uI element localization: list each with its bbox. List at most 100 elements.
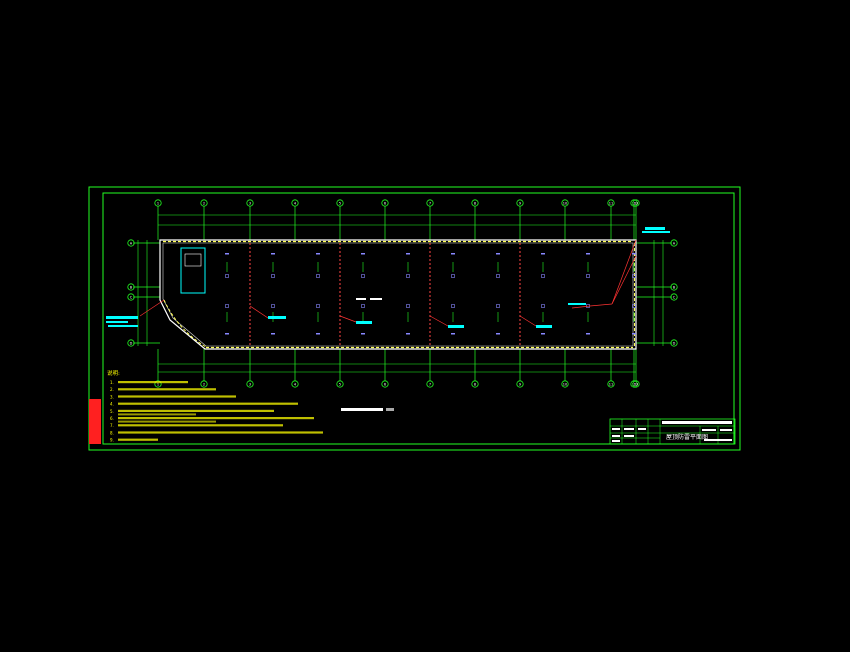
- roof-drain: [271, 274, 275, 278]
- vent-marker: [225, 253, 229, 255]
- axis-bubble: 7: [426, 380, 434, 388]
- vent-marker: [632, 253, 636, 255]
- axis-bubble: 12: [630, 199, 638, 207]
- note-line: [118, 409, 274, 412]
- vent-marker: [451, 333, 455, 335]
- note-line: [118, 424, 283, 427]
- axis-bubble: 10: [561, 199, 569, 207]
- note-line: [118, 431, 323, 434]
- drawing-title: 屋顶防雷平面图: [666, 433, 708, 441]
- axis-bubble-label: 12: [632, 383, 636, 387]
- axis-bubble: 10: [561, 380, 569, 388]
- roof-drain: [541, 304, 545, 308]
- axis-bubble-label: A: [130, 242, 133, 246]
- note-line: [118, 388, 216, 391]
- note-line: [118, 395, 236, 398]
- vent-marker: [271, 253, 275, 255]
- note-number: 8.: [110, 430, 114, 435]
- parapet-outline: [162, 242, 634, 347]
- axis-bubble: 12: [630, 380, 638, 388]
- axis-bubble-label: 9: [519, 383, 521, 387]
- building-outline: [159, 239, 637, 350]
- axis-bubble-label: D: [673, 342, 676, 346]
- axis-bubble-label: 10: [563, 383, 567, 387]
- stair-inner: [184, 253, 202, 267]
- stair-shaft: [180, 247, 206, 294]
- axis-bubble: 6: [381, 380, 389, 388]
- axis-bubble-label: C: [130, 296, 133, 300]
- axis-bubble: 5: [336, 380, 344, 388]
- note-line: [118, 420, 216, 423]
- axis-bubble: 4: [291, 199, 299, 207]
- vent-marker: [271, 333, 275, 335]
- axis-bubble-label: 11: [609, 383, 613, 387]
- axis-bubble: D: [127, 339, 135, 347]
- scale-bar: [341, 408, 394, 411]
- roof-drain: [225, 274, 229, 278]
- axis-bubble: 6: [381, 199, 389, 207]
- axis-bubble: 5: [336, 199, 344, 207]
- axis-bubble-label: B: [130, 286, 133, 290]
- axis-bubble-label: 5: [339, 383, 341, 387]
- vent-marker: [496, 253, 500, 255]
- sheet-outer-frame: [88, 186, 741, 451]
- roof-drain: [406, 304, 410, 308]
- axis-bubbles-side: A A B B C C D D: [127, 239, 678, 347]
- axis-bubble-label: B: [673, 286, 676, 290]
- vent-marker: [451, 253, 455, 255]
- axis-bubble-label: 2: [203, 202, 205, 206]
- vent-marker: [361, 253, 365, 255]
- note-line: [118, 402, 298, 405]
- axis-bubble: 2: [200, 380, 208, 388]
- roof-drain: [496, 304, 500, 308]
- roof-drain: [361, 304, 365, 308]
- axis-bubble: 1: [154, 380, 162, 388]
- vent-marker: [496, 333, 500, 335]
- roof-drain: [496, 274, 500, 278]
- axis-bubble-label: 1: [157, 383, 159, 387]
- axis-bubble-label: C: [673, 296, 676, 300]
- note-line: [118, 413, 196, 416]
- axis-bubble: 8: [471, 380, 479, 388]
- note-number: 4.: [110, 402, 114, 407]
- axis-bubble-label: D: [130, 342, 133, 346]
- roof-drain: [451, 304, 455, 308]
- axis-bubble-label: 1: [157, 202, 159, 206]
- lightning-belt-curve: [163, 299, 207, 348]
- roof-drain: [361, 274, 365, 278]
- title-block: [609, 418, 736, 445]
- annotation-labels: [106, 227, 670, 328]
- axis-bubble: 2: [200, 199, 208, 207]
- axis-bubble: A: [127, 239, 135, 247]
- axis-bubble-label: 7: [429, 383, 431, 387]
- axis-bubble: 3: [246, 199, 254, 207]
- axis-bubble-label: 13: [634, 202, 638, 206]
- dimension-lines: [137, 214, 664, 373]
- vent-marker: [406, 253, 410, 255]
- axis-bubble: B: [670, 283, 678, 291]
- vent-marker: [406, 333, 410, 335]
- roof-drain: [451, 274, 455, 278]
- axis-bubble: 7: [426, 199, 434, 207]
- vent-marker: [225, 333, 229, 335]
- note-number: 5.: [110, 409, 114, 414]
- axis-bubble: 9: [516, 380, 524, 388]
- note-line: [118, 417, 314, 420]
- note-line: [118, 381, 188, 384]
- roof-drain: [586, 274, 590, 278]
- roof-drain: [225, 304, 229, 308]
- notes-title: 说明:: [107, 369, 120, 377]
- axis-bubble-label: A: [673, 242, 676, 246]
- vent-marker: [316, 253, 320, 255]
- general-notes: 1.2.3.4.5.6.7.8.9.: [110, 380, 323, 443]
- axis-bubble: C: [127, 293, 135, 301]
- axis-bubble: A: [670, 239, 678, 247]
- vent-marker: [632, 333, 636, 335]
- axis-bubble: 13: [632, 380, 640, 388]
- note-number: 3.: [110, 394, 114, 399]
- roof-drain: [316, 274, 320, 278]
- note-line: [118, 438, 158, 441]
